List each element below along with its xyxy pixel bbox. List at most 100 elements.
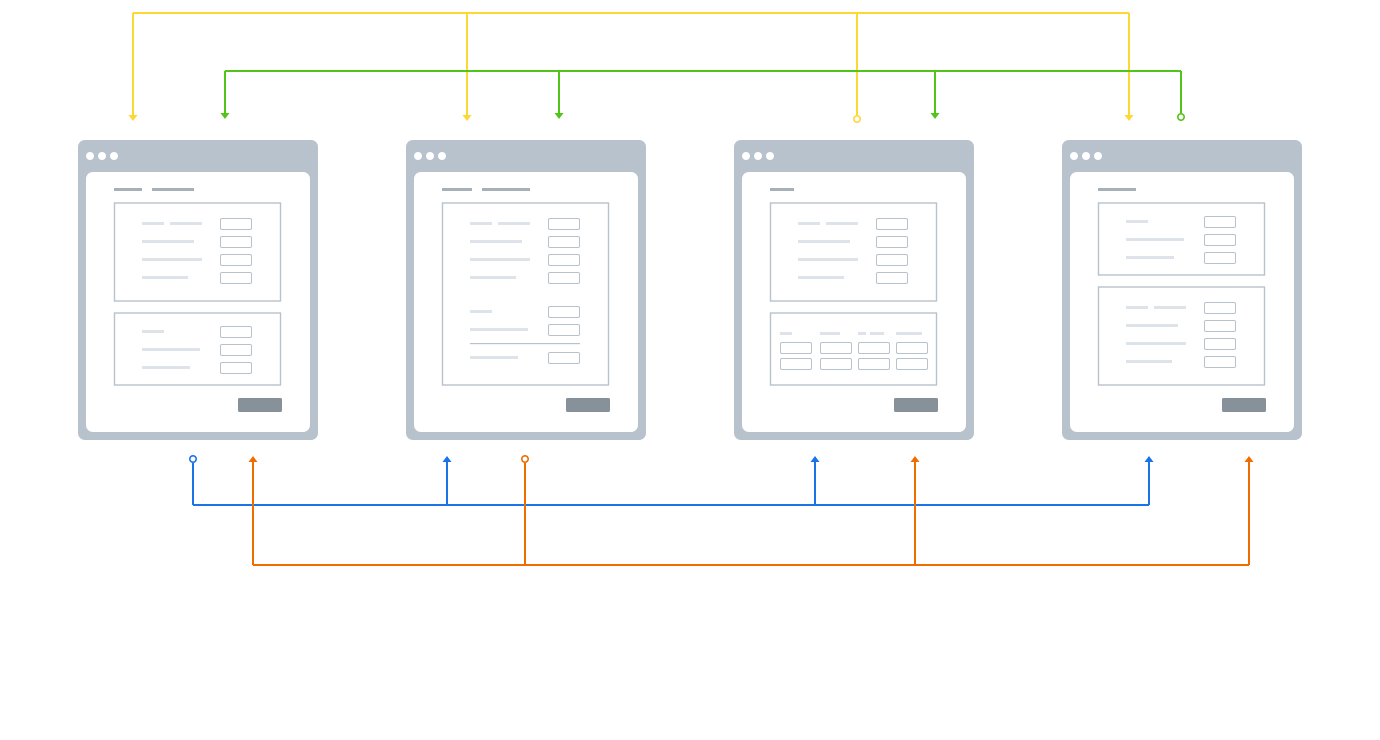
heading-bar — [482, 188, 530, 191]
open-circle-endpoint-icon — [189, 454, 198, 463]
grid-header-line — [870, 332, 884, 335]
text-line — [1126, 238, 1184, 241]
window-dot-icon — [766, 152, 774, 160]
input-field — [220, 272, 252, 284]
grid-cell-field — [896, 342, 928, 354]
window-dot-icon — [426, 152, 434, 160]
arrowhead-icon — [554, 113, 564, 119]
text-line — [798, 240, 850, 243]
text-line — [142, 366, 190, 369]
input-field — [876, 218, 908, 230]
input-field — [1204, 356, 1236, 368]
form-section — [1097, 202, 1266, 276]
text-line — [826, 222, 858, 225]
text-line — [470, 240, 522, 243]
connectors-layer — [128, 12, 1254, 566]
heading-bar — [152, 188, 194, 191]
window-dot-icon — [742, 152, 750, 160]
action-button — [238, 398, 282, 412]
input-field — [548, 306, 580, 318]
text-line — [142, 348, 200, 351]
input-field — [548, 254, 580, 266]
input-field — [220, 236, 252, 248]
arrowhead-icon — [248, 456, 258, 462]
grid-cell-field — [858, 342, 890, 354]
arrowhead-icon — [442, 456, 452, 462]
input-field — [220, 344, 252, 356]
heading-bar — [1098, 188, 1136, 191]
form-section — [769, 202, 938, 302]
text-line — [1154, 306, 1186, 309]
connector-blue — [189, 454, 1154, 506]
window-content — [1070, 172, 1294, 432]
window-dot-icon — [86, 152, 94, 160]
text-line — [142, 222, 164, 225]
window-2 — [406, 140, 646, 440]
input-field — [1204, 338, 1236, 350]
text-line — [170, 222, 202, 225]
window-content — [742, 172, 966, 432]
window-content — [414, 172, 638, 432]
arrowhead-icon — [1144, 456, 1154, 462]
arrowhead-icon — [910, 456, 920, 462]
input-field — [1204, 216, 1236, 228]
input-field — [876, 272, 908, 284]
input-field — [548, 272, 580, 284]
grid-cell-field — [780, 358, 812, 370]
text-line — [470, 356, 518, 359]
divider-line — [470, 343, 580, 345]
form-section — [113, 312, 282, 386]
arrowhead-icon — [462, 115, 472, 121]
text-line — [470, 328, 528, 331]
text-line — [798, 222, 820, 225]
action-button — [1222, 398, 1266, 412]
heading-bar — [114, 188, 142, 191]
text-line — [142, 276, 188, 279]
grid-section — [769, 312, 938, 386]
text-line — [470, 258, 530, 261]
window-dot-icon — [1094, 152, 1102, 160]
form-section — [1097, 286, 1266, 386]
text-line — [798, 258, 858, 261]
text-line — [142, 330, 164, 333]
heading-bar — [442, 188, 472, 191]
input-field — [1204, 320, 1236, 332]
window-dot-icon — [1082, 152, 1090, 160]
text-line — [142, 258, 202, 261]
input-field — [220, 218, 252, 230]
grid-cell-field — [896, 358, 928, 370]
grid-header-line — [780, 332, 792, 335]
action-button — [566, 398, 610, 412]
window-dot-icon — [98, 152, 106, 160]
text-line — [798, 276, 844, 279]
input-field — [220, 362, 252, 374]
input-field — [220, 254, 252, 266]
text-line — [1126, 220, 1148, 223]
form-section — [441, 202, 610, 386]
grid-cell-field — [858, 358, 890, 370]
open-circle-endpoint-icon — [520, 454, 529, 463]
windows-layer — [78, 140, 1302, 440]
grid-cell-field — [820, 342, 852, 354]
input-field — [548, 324, 580, 336]
arrowhead-icon — [128, 115, 138, 121]
input-field — [548, 236, 580, 248]
grid-cell-field — [780, 342, 812, 354]
window-dot-icon — [414, 152, 422, 160]
text-line — [1126, 256, 1174, 259]
connector-orange — [248, 454, 1254, 566]
arrowhead-icon — [810, 456, 820, 462]
input-field — [1204, 252, 1236, 264]
form-section — [113, 202, 282, 302]
window-dot-icon — [1070, 152, 1078, 160]
action-button — [894, 398, 938, 412]
text-line — [1126, 342, 1186, 345]
window-dot-icon — [438, 152, 446, 160]
input-field — [1204, 234, 1236, 246]
arrowhead-icon — [1124, 115, 1134, 121]
grid-header-line — [896, 332, 922, 335]
input-field — [1204, 302, 1236, 314]
open-circle-endpoint-icon — [1177, 113, 1186, 122]
input-field — [876, 254, 908, 266]
